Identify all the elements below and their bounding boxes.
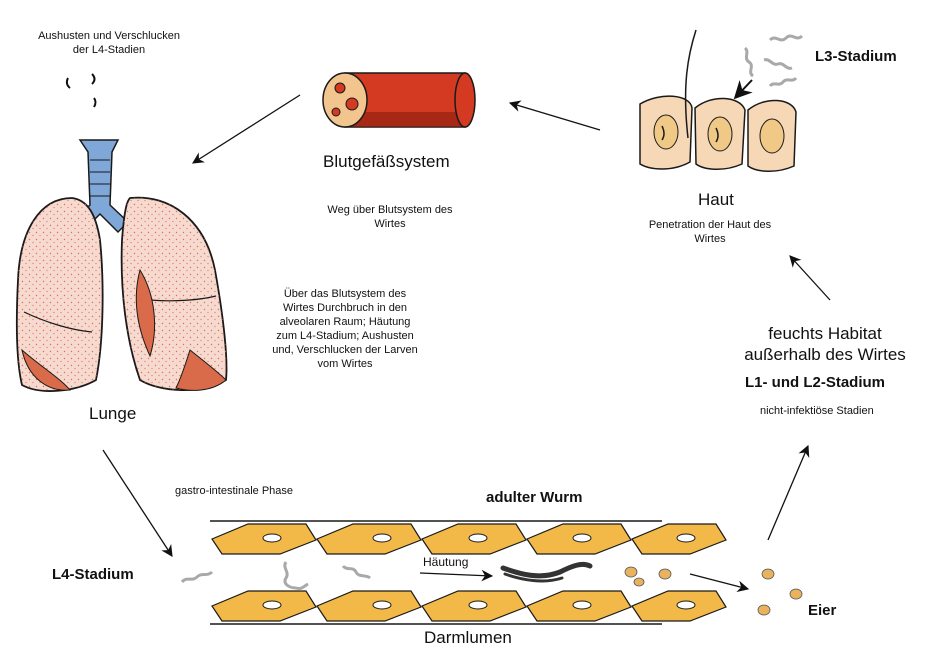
skin-illustration xyxy=(640,30,802,171)
gut-nucleus xyxy=(677,601,695,609)
l4-larva xyxy=(285,562,308,589)
lung-process-line: und, Verschlucken der Larven xyxy=(240,343,450,357)
l4-stage-label: L4-Stadium xyxy=(52,566,134,583)
adult-worm xyxy=(503,564,590,575)
moist-habitat-label: feuchts Habitat außerhalb des Wirtes xyxy=(720,323,930,365)
gut-cells-top xyxy=(212,524,726,554)
vessel-lumen-dot xyxy=(335,83,345,93)
gut-cells-bottom xyxy=(212,591,726,621)
vessel-lumen-dot xyxy=(346,98,358,110)
egg xyxy=(634,578,644,586)
moist-habitat-line1: feuchts Habitat xyxy=(720,323,930,344)
blood-system-label: Blutgefäßsystem xyxy=(323,152,450,172)
adult-worm-label: adulter Wurm xyxy=(486,489,582,506)
lung-process-label: Über das Blutsystem des Wirtes Durchbruc… xyxy=(240,287,450,371)
cough-mark-right xyxy=(92,74,95,84)
arrow-eggs-to-habitat xyxy=(768,446,808,540)
gut-nucleus xyxy=(373,534,391,542)
lung-process-line: zum L4-Stadium; Aushusten xyxy=(240,329,450,343)
gut-cell xyxy=(317,591,421,621)
gut-nucleus xyxy=(263,601,281,609)
vessel-cross-section xyxy=(323,73,367,127)
l3-larva xyxy=(770,36,802,40)
egg xyxy=(762,569,774,579)
skin-penetration-label: Penetration der Haut des Wirtes xyxy=(620,218,800,246)
arrow-molting xyxy=(420,573,492,576)
skin-nucleus xyxy=(654,115,678,149)
arrow-lung-to-gut xyxy=(103,450,172,556)
blood-route-line1: Weg über Blutsystem des xyxy=(290,203,490,217)
cough-l4-label: Aushusten und Verschlucken der L4-Stadie… xyxy=(4,29,214,57)
eggs-label: Eier xyxy=(808,602,836,619)
blood-vessel-illustration xyxy=(323,73,475,127)
cough-mark-left xyxy=(67,78,70,88)
arrow-vessel-to-lung xyxy=(193,95,300,163)
egg xyxy=(790,589,802,599)
vessel-cap xyxy=(455,73,475,127)
gut-nucleus xyxy=(677,534,695,542)
skin-label: Haut xyxy=(698,190,734,210)
intestine-illustration xyxy=(182,521,802,624)
arrow-to-eggs xyxy=(690,574,748,589)
gut-nucleus xyxy=(573,534,591,542)
gut-nucleus xyxy=(573,601,591,609)
cough-mark-lower xyxy=(94,98,96,107)
l1-l2-stage-label: L1- und L2-Stadium xyxy=(745,374,885,391)
egg xyxy=(659,569,671,579)
cough-l4-line1: Aushusten und Verschlucken xyxy=(4,29,214,43)
lung-process-line: vom Wirtes xyxy=(240,357,450,371)
lung-process-line: Wirtes Durchbruch in den xyxy=(240,301,450,315)
egg xyxy=(625,567,637,577)
cough-l4-line2: der L4-Stadien xyxy=(4,43,214,57)
egg xyxy=(758,605,770,615)
gut-nucleus xyxy=(469,534,487,542)
l3-larva xyxy=(764,60,792,69)
l4-larva xyxy=(343,566,370,578)
skin-penetration-line2: Wirtes xyxy=(620,232,800,246)
gut-lumen-label: Darmlumen xyxy=(424,628,512,648)
gut-nucleus xyxy=(469,601,487,609)
l4-larva xyxy=(182,572,212,582)
skin-nucleus xyxy=(708,117,732,151)
lung-process-line: alveolaren Raum; Häutung xyxy=(240,315,450,329)
lung-illustration xyxy=(17,74,227,391)
arrow-habitat-to-skin xyxy=(790,256,830,300)
blood-route-line2: Wirtes xyxy=(290,217,490,231)
l3-larva xyxy=(745,48,753,76)
lung-process-line: Über das Blutsystem des xyxy=(240,287,450,301)
l3-stage-label: L3-Stadium xyxy=(815,48,897,65)
skin-nucleus xyxy=(760,119,784,153)
l3-larva xyxy=(770,78,796,86)
vessel-lumen-dot xyxy=(332,108,340,116)
gi-phase-label: gastro-intestinale Phase xyxy=(175,485,293,497)
arrow-skin-to-vessel xyxy=(510,103,600,130)
gut-nucleus xyxy=(263,534,281,542)
gut-cell xyxy=(317,524,421,554)
molting-label: Häutung xyxy=(423,555,468,569)
blood-route-label: Weg über Blutsystem des Wirtes xyxy=(290,203,490,231)
non-infective-label: nicht-infektiöse Stadien xyxy=(760,404,874,418)
moist-habitat-line2: außerhalb des Wirtes xyxy=(720,344,930,365)
gut-nucleus xyxy=(373,601,391,609)
penetration-arrow xyxy=(735,80,752,98)
skin-penetration-line1: Penetration der Haut des xyxy=(620,218,800,232)
lung-label: Lunge xyxy=(89,404,136,424)
